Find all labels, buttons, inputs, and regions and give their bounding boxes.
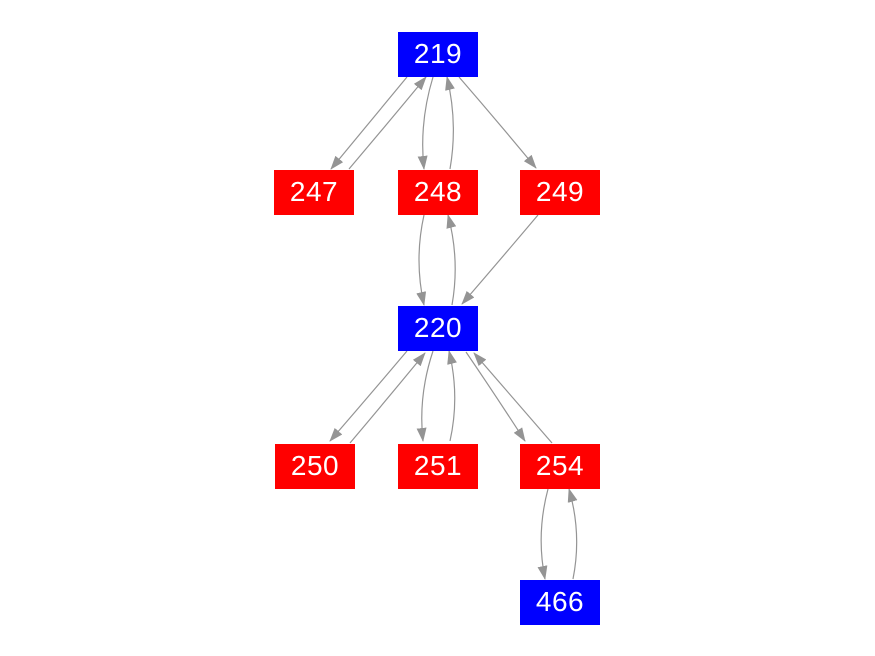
edge-220-251 — [416, 350, 434, 442]
graph-node-466: 466 — [520, 579, 600, 625]
graph-node-247: 247 — [274, 169, 354, 215]
edge-248-220 — [416, 214, 427, 306]
node-label: 219 — [413, 38, 463, 69]
graph-node-249: 249 — [520, 169, 600, 215]
edge-254-220 — [473, 352, 553, 444]
edge-250-220 — [349, 352, 426, 444]
edge-219-247 — [330, 76, 408, 170]
node-label: 466 — [535, 586, 585, 617]
node-label: 247 — [289, 176, 339, 207]
graph-node-251: 251 — [398, 443, 478, 489]
graph-node-254: 254 — [520, 443, 600, 489]
graph-node-219: 219 — [398, 31, 478, 77]
edge-249-220 — [461, 214, 539, 305]
graph-node-248: 248 — [398, 169, 478, 215]
edge-220-248 — [446, 214, 457, 306]
graph-node-220: 220 — [398, 305, 478, 351]
edge-247-219 — [348, 76, 427, 170]
edge-219-248 — [417, 76, 434, 170]
edge-220-254 — [465, 351, 526, 442]
node-label: 254 — [535, 450, 585, 481]
graph-node-250: 250 — [275, 443, 355, 489]
graph-edges — [329, 76, 578, 580]
node-label: 248 — [413, 176, 463, 207]
edge-219-249 — [458, 76, 537, 169]
edge-466-254 — [567, 488, 578, 580]
edge-251-220 — [447, 350, 457, 442]
node-label: 250 — [290, 450, 340, 481]
edge-254-466 — [537, 488, 549, 580]
node-label: 251 — [413, 450, 463, 481]
edge-220-250 — [329, 350, 408, 442]
node-label: 220 — [413, 312, 463, 343]
edge-248-219 — [445, 76, 455, 170]
node-label: 249 — [535, 176, 585, 207]
